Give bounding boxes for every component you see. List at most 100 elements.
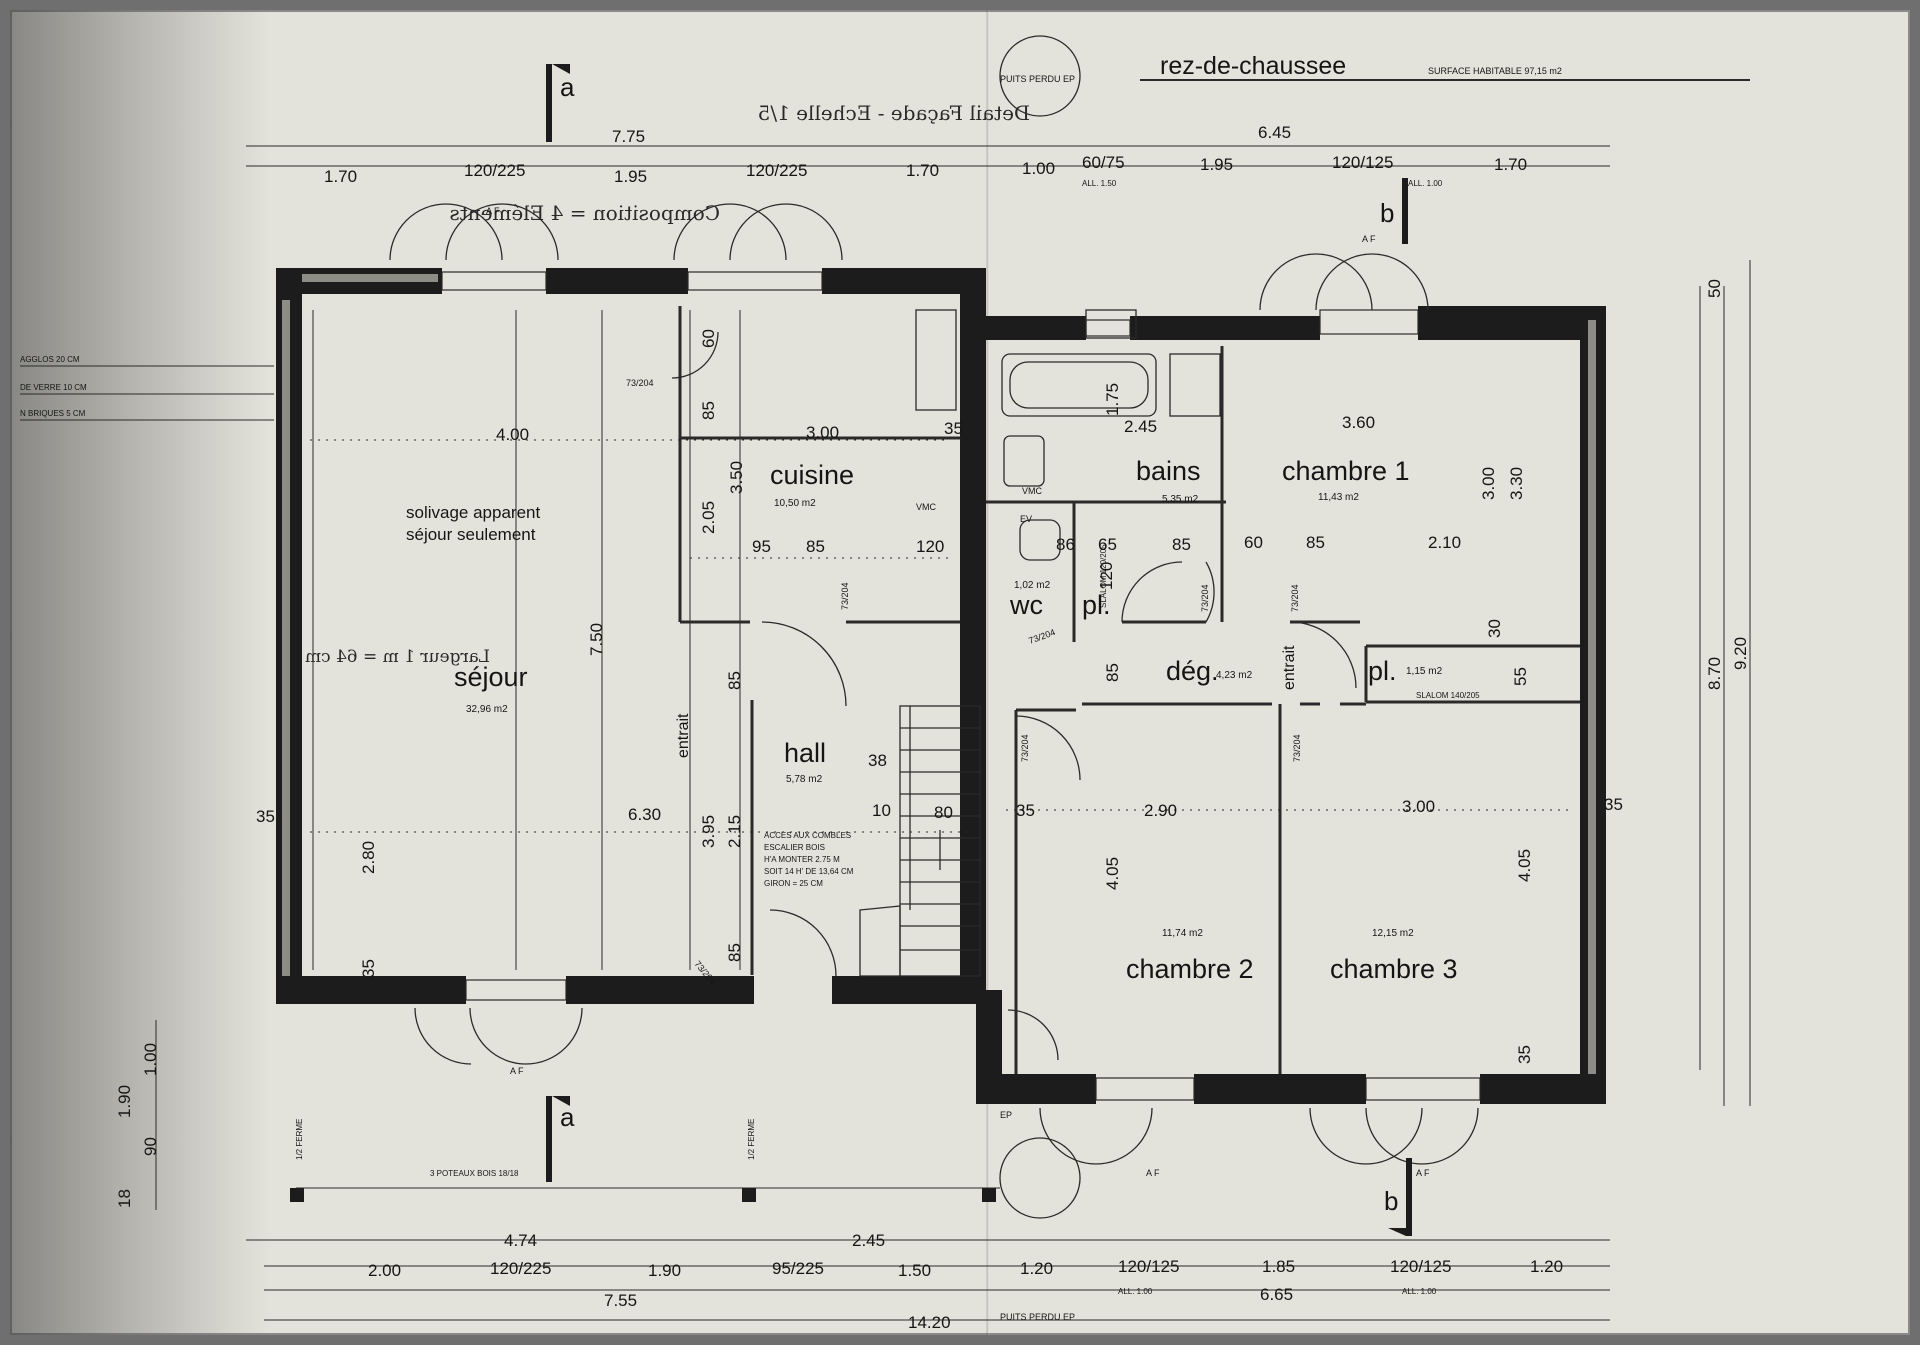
room-area-chambre1: 11,43 m2 [1318,492,1359,503]
door-swings [389,35,1479,1219]
room-name-pl2: pl. [1368,656,1397,686]
dim-ch1-h2: 3.30 [1507,467,1526,500]
note-all-100-top: ALL. 1.00 [1408,179,1443,188]
room-name-pl1: pl. [1082,590,1111,620]
posts [290,1188,996,1202]
room-name-bains: bains [1136,456,1201,486]
wall-top-cuisine [822,268,986,294]
dim-d65: 65 [1098,535,1117,554]
note-stairs-2: ESCALIER BOIS [764,843,825,852]
dim-bains-175: 1.75 [1103,383,1122,416]
wall-legend-2: DE VERRE 10 CM [20,383,87,392]
dim-bottom-total: 14.20 [908,1313,951,1332]
dim-d86: 86 [1056,535,1075,554]
door-label-1: 73/204 [626,378,654,388]
dim-bottom-r1-1: 2.45 [852,1231,885,1250]
dim-wall35-mid: 35 [1016,801,1035,820]
dim-top-9: 1.70 [1494,155,1527,174]
dim-deg-85: 85 [1103,663,1122,682]
dim-cuisine-h2: 2.05 [699,501,718,534]
wall-center [960,268,986,1004]
room-name-cuisine: cuisine [770,460,854,490]
dim-ch1-60: 60 [1244,533,1263,552]
entrait-label-1: entrait [675,713,692,758]
dim-bottom-r2-7: 1.85 [1262,1257,1295,1276]
dim-bottom-r2-2: 1.90 [648,1261,681,1280]
dim-right-1: 9.20 [1731,637,1750,670]
dimension-lines [155,79,1751,1321]
dim-d85: 85 [1172,535,1191,554]
dim-ch1-85: 85 [1306,533,1325,552]
wall-fill [282,300,290,990]
dim-sejour-h2: 6.30 [628,805,661,824]
note-stairs-4: SOIT 14 H' DE 13,64 CM [764,867,854,876]
ev-label: EV [1020,514,1032,524]
note-solivage-1: solivage apparent [406,503,540,522]
dim-c60: 60 [699,329,718,348]
wall-bottom-ch2a [976,1074,1096,1104]
window-openings [441,271,1481,1101]
dim-bottom-r2-9: 1.20 [1530,1257,1563,1276]
dim-top-total-left: 7.75 [612,127,645,146]
dim-right-2: 8.70 [1705,657,1724,690]
dim-bottom-r2-8: 120/125 [1390,1257,1451,1276]
dim-hall-38: 38 [868,751,887,770]
dim-top-8: 120/125 [1332,153,1393,172]
staircase [859,705,981,977]
door-label-8: 73/204 [1292,734,1302,762]
bathroom-fixtures [915,309,1221,561]
room-area-pl2: 1,15 m2 [1406,666,1443,677]
note-all-150: ALL. 1.50 [1082,179,1117,188]
dim-left-1: 1.00 [141,1043,160,1076]
wood-post [982,1188,996,1202]
surface-habitable: SURFACE HABITABLE 97,15 m2 [1428,66,1562,76]
puits-perdu-top: PUITS PERDU EP [1000,74,1075,84]
note-solivage-2: séjour seulement [406,525,536,544]
construction-lines [310,439,1570,833]
floor-plan-drawing: rez-de-chaussee SURFACE HABITABLE 97,15 … [20,35,1751,1332]
wall-bottom-hall [566,976,754,1004]
wall-bottom-stairs [832,976,984,1004]
wall-top-bains [976,316,1086,340]
wall-fill [1588,320,1596,1090]
walls [276,268,1606,1104]
dim-left-0: 1.90 [115,1085,134,1118]
dim-wall35-right: 35 [1604,795,1623,814]
dim-hall-85b: 85 [725,943,744,962]
wall-bottom-ch3 [1480,1074,1606,1104]
section-mark-b-top: b [1380,198,1394,228]
note-ferme-1: 1/2 FERME [295,1119,304,1160]
dim-top-3: 120/225 [746,161,807,180]
dim-bottom-r1-0: 4.74 [504,1231,537,1250]
room-name-chambre2: chambre 2 [1126,954,1254,984]
dim-d55: 55 [1511,667,1530,686]
dim-hall-80: 80 [934,803,953,822]
note-all-100-b1: ALL. 1.00 [1118,1287,1153,1296]
note-ferme-2: 1/2 FERME [747,1119,756,1160]
dim-cuisine-h: 3.50 [727,461,746,494]
wall-bottom-ch2b [1194,1074,1366,1104]
note-slalom-2: SLALOM 140/205 [1416,691,1480,700]
note-stairs-3: H'A MONTER 2.75 M [764,855,840,864]
note-all-100-b2: ALL. 1.00 [1402,1287,1437,1296]
dim-bottom-r2-3: 95/225 [772,1259,824,1278]
dim-bottom-r2-1: 120/225 [490,1259,551,1278]
door-label-6: 73/204 [1290,584,1300,612]
dim-top-0: 1.70 [324,167,357,186]
dim-left-3: 18 [115,1189,134,1208]
dim-cuisine-w: 3.00 [806,423,839,442]
dim-wall35-left: 35 [256,807,275,826]
room-name-sejour: séjour [454,662,528,692]
room-area-bains: 5,35 m2 [1162,494,1199,505]
dim-ch3-h: 4.05 [1515,849,1534,882]
room-name-chambre3: chambre 3 [1330,954,1458,984]
room-area-chambre3: 12,15 m2 [1372,928,1414,939]
room-name-chambre1: chambre 1 [1282,456,1410,486]
dim-ch1-w: 3.60 [1342,413,1375,432]
wall-top-middle [546,268,688,294]
room-area-sejour: 32,96 m2 [466,704,508,715]
door-label-7: 73/204 [1020,734,1030,762]
vmc-label-2: VMC [1022,486,1043,496]
wood-post [290,1188,304,1202]
